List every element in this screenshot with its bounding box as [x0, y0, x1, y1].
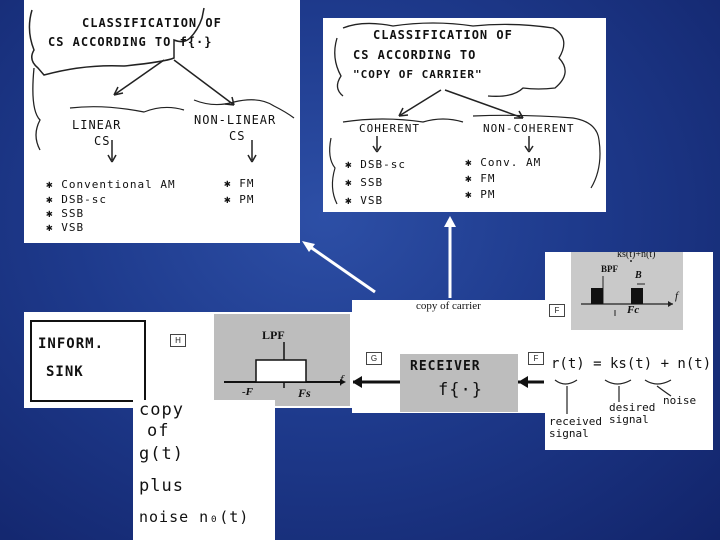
pos-f-label: Fs: [298, 386, 311, 400]
box-f-label: F: [549, 304, 565, 317]
linear-item: ✱ Conventional AM: [46, 178, 176, 191]
mid-title-line1: CLASSIFICATION OF: [373, 28, 513, 42]
bandwidth-label: B: [635, 270, 642, 281]
lpf-drawing: [224, 342, 346, 388]
receiver-label: RECEIVER: [410, 359, 481, 374]
copy-text-line: g(t): [139, 444, 184, 464]
neg-f-label: -F: [242, 386, 253, 398]
receiver-arrows: [352, 376, 544, 388]
linear-label-line1: LINEAR: [72, 118, 122, 132]
bpf-block: [571, 252, 683, 330]
noncoherent-label: NON-COHERENT: [483, 122, 575, 135]
top-signal-label: ks(t)+n(t): [617, 252, 656, 260]
nonlinear-item: ✱ PM: [224, 193, 255, 206]
copy-text-line: noise n₀(t): [139, 508, 250, 526]
carrier-classification-panel: CLASSIFICATION OF CS ACCORDING TO "COPY …: [323, 18, 606, 212]
nonlinear-label-line1: NON-LINEAR: [194, 113, 277, 127]
linear-item: ✱ VSB: [46, 221, 85, 234]
received-signal-label: received signal: [549, 415, 602, 440]
mid-title-line2: CS ACCORDING TO: [353, 48, 477, 62]
coherent-item: ✱ VSB: [345, 194, 384, 207]
noncoherent-item: ✱ FM: [465, 172, 496, 185]
sink-box: [30, 320, 146, 402]
f-axis-label: f: [675, 290, 679, 302]
bpf-drawing: [581, 252, 673, 316]
copy-text-line: plus: [139, 476, 184, 496]
cloud-outline: [329, 22, 601, 205]
linear-item: ✱ DSB-sc: [46, 193, 107, 206]
copy-output-panel: copy of g(t) plus noise n₀(t): [133, 400, 275, 540]
lpf-label: LPF: [262, 328, 285, 342]
nonlinear-label-line2: CS: [229, 129, 246, 143]
noncoherent-item: ✱ Conv. AM: [465, 156, 542, 169]
copy-text-line: of: [147, 421, 170, 441]
receiver-panel: copy of carrier RECEIVER f{·} G F: [352, 300, 545, 413]
coherent-label: COHERENT: [359, 122, 420, 135]
coherent-item: ✱ SSB: [345, 176, 384, 189]
received-equation: r(t) = ks(t) + n(t): [551, 356, 712, 372]
box-f-label: F: [528, 352, 544, 365]
sink-label-line1: INFORM.: [38, 336, 105, 352]
box-h-label: H: [170, 334, 186, 347]
noncoherent-item: ✱ PM: [465, 188, 496, 201]
cloud-outline: [28, 7, 295, 163]
f-axis-label: f: [340, 372, 344, 386]
copy-of-carrier-label: copy of carrier: [416, 300, 481, 312]
fc-label: Fc: [627, 304, 640, 316]
receiver-block: [400, 354, 518, 412]
left-title-line2: CS ACCORDING TO f{·}: [48, 35, 213, 49]
equation-braces: [554, 379, 672, 414]
bandpass-panel: ks(t)+n(t) BPF B Fc f F r(t) = ks(t) + n…: [545, 252, 713, 450]
linear-item: ✱ SSB: [46, 207, 85, 220]
nonlinear-item: ✱ FM: [224, 177, 255, 190]
sink-label-line2: SINK: [46, 364, 84, 380]
linear-label-line2: CS: [94, 134, 111, 148]
receiver-function: f{·}: [438, 380, 483, 400]
linear-classification-panel: CLASSIFICATION OF CS ACCORDING TO f{·} L…: [24, 0, 300, 243]
bpf-label: BPF: [601, 264, 618, 274]
desired-signal-label: desired signal: [609, 401, 656, 426]
coherent-item: ✱ DSB-sc: [345, 158, 406, 171]
info-sink-panel: INFORM. SINK: [24, 312, 150, 408]
copy-text-line: copy: [139, 400, 184, 420]
box-g-label: G: [366, 352, 382, 365]
mid-title-line3: "COPY OF CARRIER": [353, 68, 483, 81]
noise-label: noise: [663, 394, 697, 407]
left-title-line1: CLASSIFICATION OF: [82, 16, 222, 30]
lowpass-panel: LPF -F Fs f H: [150, 312, 353, 408]
